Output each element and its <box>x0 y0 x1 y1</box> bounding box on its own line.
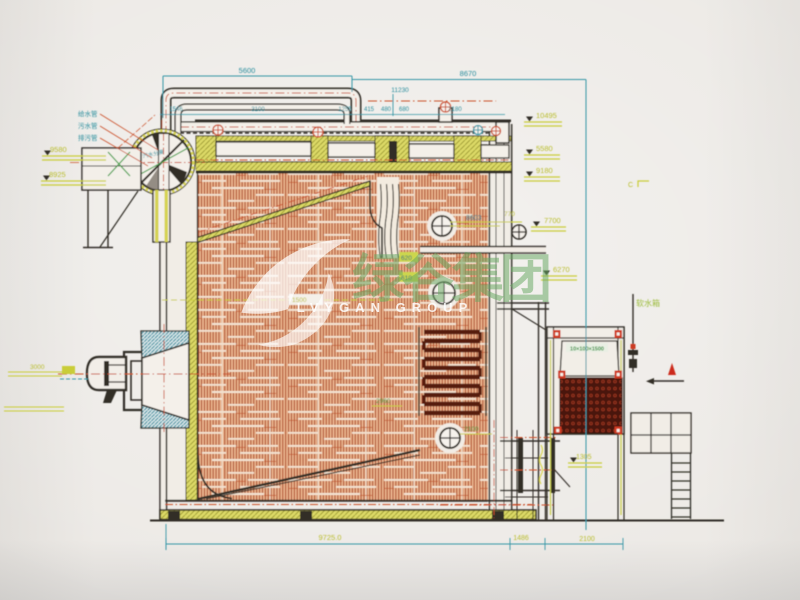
svg-text:9580: 9580 <box>50 145 67 154</box>
svg-text:8925: 8925 <box>49 170 66 179</box>
svg-text:620: 620 <box>401 255 412 262</box>
svg-text:9725.0: 9725.0 <box>319 533 342 542</box>
svg-text:排污管: 排污管 <box>78 133 98 142</box>
svg-text:680: 680 <box>399 107 410 113</box>
svg-text:1255: 1255 <box>338 107 352 113</box>
svg-text:2960: 2960 <box>376 398 391 405</box>
svg-text:1486: 1486 <box>513 535 529 542</box>
svg-text:集: 集 <box>451 251 504 309</box>
svg-text:1500: 1500 <box>292 297 307 304</box>
svg-text:谷: 谷 <box>402 251 454 309</box>
svg-text:团: 团 <box>500 251 552 309</box>
svg-text:软水箱: 软水箱 <box>636 298 660 308</box>
svg-text:10×100×1500: 10×100×1500 <box>570 347 604 353</box>
svg-text:10495: 10495 <box>536 111 557 120</box>
svg-text:2100: 2100 <box>579 536 595 543</box>
svg-text:3000: 3000 <box>30 364 45 371</box>
svg-text:11230: 11230 <box>391 87 409 94</box>
svg-text:3100: 3100 <box>251 107 265 113</box>
svg-text:1546: 1546 <box>169 107 183 113</box>
svg-text:1305: 1305 <box>576 454 592 461</box>
svg-text:8603: 8603 <box>466 215 482 222</box>
svg-text:5580: 5580 <box>536 144 553 153</box>
svg-text:LVYGAN GROUP: LVYGAN GROUP <box>297 300 474 315</box>
svg-text:5600: 5600 <box>239 66 256 75</box>
svg-text:给水管: 给水管 <box>78 109 98 118</box>
svg-text:415: 415 <box>364 107 375 113</box>
svg-text:6270: 6270 <box>553 265 570 274</box>
svg-text:480: 480 <box>381 107 392 113</box>
svg-text:610: 610 <box>401 275 412 282</box>
svg-text:绿: 绿 <box>352 251 405 309</box>
svg-text:8670: 8670 <box>460 69 477 78</box>
svg-text:C: C <box>628 182 633 189</box>
svg-text:2100: 2100 <box>464 426 479 433</box>
svg-text:污水管: 污水管 <box>78 121 98 130</box>
svg-text:770: 770 <box>504 211 515 218</box>
svg-text:2180: 2180 <box>448 107 462 113</box>
svg-text:9180: 9180 <box>536 166 553 175</box>
svg-text:7700: 7700 <box>544 216 561 225</box>
